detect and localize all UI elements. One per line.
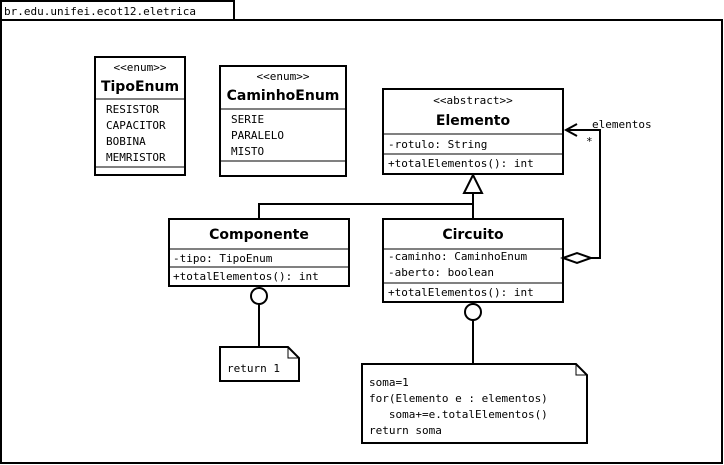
tipo-enum-literal: CAPACITOR	[106, 119, 166, 132]
componente-attribute: -tipo: TipoEnum	[173, 252, 273, 265]
note-circuito-line: return soma	[369, 424, 442, 437]
note-circuito-line: soma=1	[369, 376, 409, 389]
tipo-enum-name: TipoEnum	[101, 79, 179, 95]
caminho-enum-stereotype: <<enum>>	[257, 70, 310, 83]
class-componente[interactable]: Componente -tipo: TipoEnum +totalElement…	[168, 218, 350, 287]
componente-operation: +totalElementos(): int	[173, 270, 319, 283]
note-circuito: soma=1 for(Elemento e : elementos) soma+…	[361, 303, 588, 444]
note-componente-line: return 1	[227, 362, 280, 375]
class-caminho-enum[interactable]: <<enum>> CaminhoEnum SERIE PARALELO MIST…	[219, 65, 347, 177]
inheritance-arrow-icon	[462, 172, 484, 194]
caminho-enum-literal: SERIE	[231, 113, 264, 126]
class-circuito[interactable]: Circuito -caminho: CaminhoEnum -aberto: …	[382, 218, 564, 303]
circuito-attribute: -aberto: boolean	[388, 266, 494, 279]
caminho-enum-literal: MISTO	[231, 145, 264, 158]
elemento-stereotype: <<abstract>>	[433, 94, 513, 107]
tipo-enum-literal: BOBINA	[106, 135, 146, 148]
association-arrowhead-icon	[563, 123, 578, 137]
note-circuito-line: soma+=e.totalElementos()	[369, 408, 548, 421]
note-componente: return 1	[219, 287, 300, 382]
caminho-enum-literal: PARALELO	[231, 129, 284, 142]
association-multiplicity: *	[586, 135, 593, 148]
class-tipo-enum[interactable]: <<enum>> TipoEnum RESISTOR CAPACITOR BOB…	[94, 56, 186, 176]
association-role: elementos	[592, 118, 652, 131]
tipo-enum-literal: RESISTOR	[106, 103, 159, 116]
elemento-name: Elemento	[436, 113, 511, 129]
composition-diamond-icon	[560, 251, 594, 265]
circuito-operation: +totalElementos(): int	[388, 286, 534, 299]
circuito-attribute: -caminho: CaminhoEnum	[388, 250, 527, 263]
note-anchor-icon	[250, 287, 268, 305]
elemento-operation: +totalElementos(): int	[388, 157, 534, 170]
caminho-enum-name: CaminhoEnum	[227, 88, 340, 104]
note-circuito-line: for(Elemento e : elementos)	[369, 392, 548, 405]
componente-name: Componente	[209, 227, 309, 243]
circuito-name: Circuito	[442, 227, 504, 243]
tipo-enum-stereotype: <<enum>>	[114, 61, 167, 74]
note-anchor-icon	[464, 303, 482, 321]
composition-edge: elementos *	[560, 118, 652, 265]
elemento-attribute: -rotulo: String	[388, 138, 487, 151]
generalization-edge	[258, 172, 484, 219]
tipo-enum-literal: MEMRISTOR	[106, 151, 166, 164]
package-name: br.edu.unifei.ecot12.eletrica	[4, 5, 196, 18]
class-elemento[interactable]: <<abstract>> Elemento -rotulo: String +t…	[382, 88, 564, 175]
